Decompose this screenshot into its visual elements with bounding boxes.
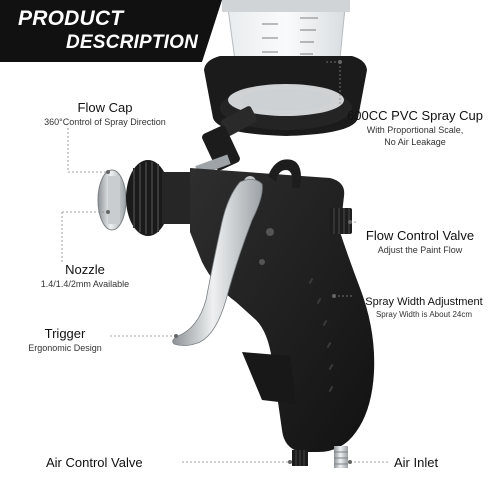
trigger-label: Trigger Ergonomic Design <box>0 326 130 353</box>
trigger-part <box>172 179 263 346</box>
air-control-label: Air Control Valve <box>46 455 186 470</box>
trigger-subtitle: Ergonomic Design <box>28 343 102 353</box>
spray-cup-subtitle-2: No Air Leakage <box>384 137 446 147</box>
spray-width-label: Spray Width Adjustment Spray Width is Ab… <box>352 296 496 319</box>
spray-width-title: Spray Width Adjustment <box>365 296 483 308</box>
nozzle-label: Nozzle 1.4/1.4/2mm Available <box>10 262 160 289</box>
flow-control-subtitle: Adjust the Paint Flow <box>377 245 463 255</box>
leader-dots <box>106 60 352 464</box>
banner-line-2: DESCRIPTION <box>66 32 199 53</box>
flow-control-title: Flow Control Valve <box>365 228 475 243</box>
air-inlet-title: Air Inlet <box>394 455 439 470</box>
product-description-banner: PRODUCT DESCRIPTION <box>0 0 222 62</box>
spray-cup-label: 600CC PVC Spray Cup With Proportional Sc… <box>340 108 490 147</box>
flow-cap-label: Flow Cap 360°Control of Spray Direction <box>30 100 180 127</box>
air-valves <box>292 446 348 468</box>
flow-control-knob <box>330 208 352 234</box>
air-inlet-label: Air Inlet <box>394 455 484 470</box>
spray-width-subtitle: Spray Width is About 24cm <box>375 310 473 319</box>
banner-line-1: PRODUCT <box>18 7 124 30</box>
trigger-title: Trigger <box>44 326 86 341</box>
spray-cup-subtitle-1: With Proportional Scale, <box>366 125 464 135</box>
flow-cap-part <box>97 160 202 236</box>
spray-cup-title: 600CC PVC Spray Cup <box>347 108 483 123</box>
leader-lines <box>61 61 390 463</box>
grip-texture <box>308 277 334 393</box>
nozzle-title: Nozzle <box>65 262 105 277</box>
flow-control-label: Flow Control Valve Adjust the Paint Flow <box>350 228 490 255</box>
flow-cap-subtitle: 360°Control of Spray Direction <box>44 117 166 127</box>
air-control-title: Air Control Valve <box>46 455 143 470</box>
nozzle-subtitle: 1.4/1.4/2mm Available <box>40 279 130 289</box>
flow-cap-title: Flow Cap <box>77 100 133 115</box>
banner-shape <box>0 0 222 62</box>
